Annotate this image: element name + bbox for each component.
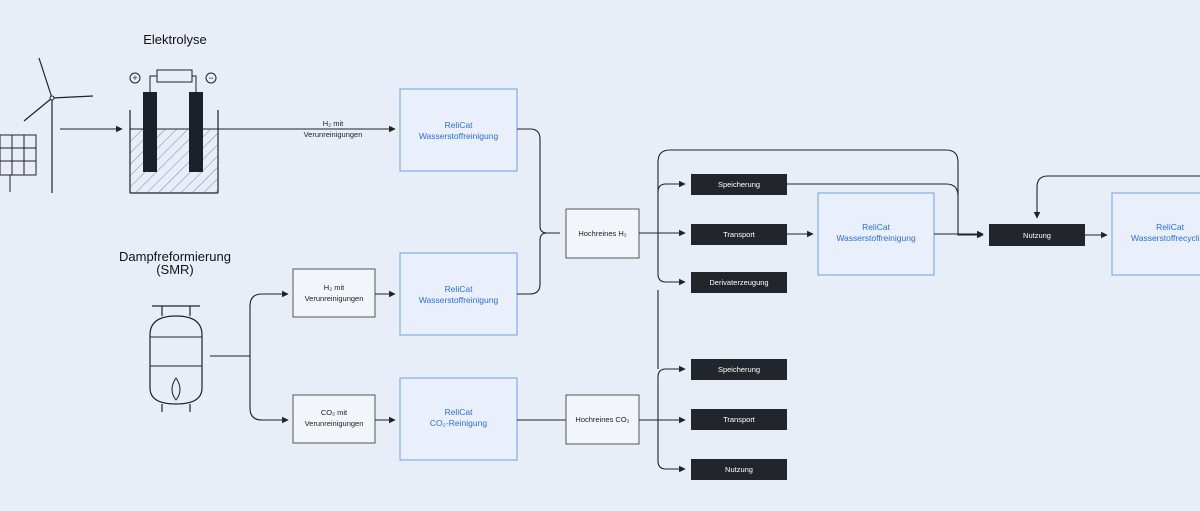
relicat-h2-recycling: ReliCat Wasserstoffrecycling bbox=[1111, 192, 1200, 276]
relicat-h2-purification-top: ReliCat Wasserstoffreinigung bbox=[399, 88, 518, 172]
svg-text:Transport: Transport bbox=[723, 415, 756, 424]
svg-text:Hochreines H₂: Hochreines H₂ bbox=[578, 229, 626, 238]
electrolyzer-icon: + − bbox=[129, 69, 219, 194]
relicat-name: ReliCat bbox=[445, 120, 474, 130]
label-h2-impure-top-line1: H₂ mit bbox=[323, 119, 344, 128]
solar-panel-icon bbox=[0, 134, 37, 192]
svg-text:ReliCat: ReliCat bbox=[1156, 222, 1185, 232]
svg-text:Verunreinigungen: Verunreinigungen bbox=[305, 294, 364, 303]
svg-text:Speicherung: Speicherung bbox=[718, 365, 760, 374]
h2-impure-box: H₂ mit Verunreinigungen bbox=[292, 268, 376, 318]
h2-storage-box: Speicherung bbox=[691, 174, 787, 195]
svg-text:H₂ mit: H₂ mit bbox=[324, 283, 345, 292]
svg-text:Transport: Transport bbox=[723, 230, 756, 239]
line-storage-to-usage bbox=[787, 183, 959, 197]
svg-text:CO₂-Reinigung: CO₂-Reinigung bbox=[430, 418, 487, 428]
svg-text:Speicherung: Speicherung bbox=[718, 180, 760, 189]
svg-text:+: + bbox=[132, 73, 137, 83]
steam-reformer-icon bbox=[149, 305, 203, 412]
arrow-reformer-to-h2-impure bbox=[235, 290, 289, 357]
arrow-to-h2-storage bbox=[657, 180, 686, 193]
relicat-h2-purification-mid: ReliCat Wasserstoffreinigung bbox=[399, 252, 518, 336]
arrow-recycling-loop-back bbox=[1033, 175, 1200, 219]
line-top-purification-merge bbox=[517, 128, 560, 234]
svg-text:Hochreines CO₂: Hochreines CO₂ bbox=[575, 415, 629, 424]
co2-impure-box: CO₂ mit Verunreinigungen bbox=[292, 394, 376, 444]
relicat-h2-purification-label: Wasserstoffreinigung bbox=[419, 131, 499, 141]
relicat-co2-purification: ReliCat CO₂-Reinigung bbox=[399, 377, 518, 461]
svg-text:Wasserstoffreinigung: Wasserstoffreinigung bbox=[419, 295, 499, 305]
relicat-h2-purification-right: ReliCat Wasserstoffreinigung bbox=[817, 192, 935, 276]
usage-box: Nutzung bbox=[989, 224, 1085, 246]
svg-text:Wasserstoffreinigung: Wasserstoffreinigung bbox=[836, 233, 916, 243]
heading-smr-line1: Dampfreformierung bbox=[119, 249, 231, 264]
wind-turbine-icon bbox=[23, 57, 94, 193]
co2-storage-box: Speicherung bbox=[691, 359, 787, 380]
co2-usage-box: Nutzung bbox=[691, 459, 787, 480]
label-h2-impure-top-line2: Verunreinigungen bbox=[304, 130, 363, 139]
co2-transport-box: Transport bbox=[691, 409, 787, 430]
pure-h2-box: Hochreines H₂ bbox=[565, 208, 640, 259]
svg-text:−: − bbox=[208, 73, 213, 83]
arrow-to-derivatives bbox=[657, 233, 686, 286]
svg-text:CO₂ mit: CO₂ mit bbox=[321, 408, 348, 417]
h2-transport-box: Transport bbox=[691, 224, 787, 245]
svg-text:ReliCat: ReliCat bbox=[862, 222, 891, 232]
heading-smr-line2: (SMR) bbox=[156, 262, 194, 277]
svg-text:Derivaterzeugung: Derivaterzeugung bbox=[709, 278, 768, 287]
arrow-reformer-to-co2-impure bbox=[249, 356, 289, 424]
line-mid-purification-merge bbox=[517, 232, 548, 295]
svg-text:Nutzung: Nutzung bbox=[1023, 231, 1051, 240]
arrow-to-co2-storage bbox=[657, 365, 686, 420]
derivatives-box: Derivaterzeugung bbox=[691, 272, 787, 293]
pure-co2-box: Hochreines CO₂ bbox=[565, 394, 640, 445]
svg-text:ReliCat: ReliCat bbox=[445, 407, 474, 417]
svg-text:ReliCat: ReliCat bbox=[445, 284, 474, 294]
svg-text:Nutzung: Nutzung bbox=[725, 465, 753, 474]
svg-text:Wasserstoffrecycling: Wasserstoffrecycling bbox=[1131, 233, 1200, 243]
arrow-to-co2-usage bbox=[657, 420, 686, 473]
svg-text:Verunreinigungen: Verunreinigungen bbox=[305, 419, 364, 428]
arrow-pure-h2-to-usage-direct bbox=[657, 149, 984, 239]
heading-electrolysis: Elektrolyse bbox=[143, 32, 207, 47]
